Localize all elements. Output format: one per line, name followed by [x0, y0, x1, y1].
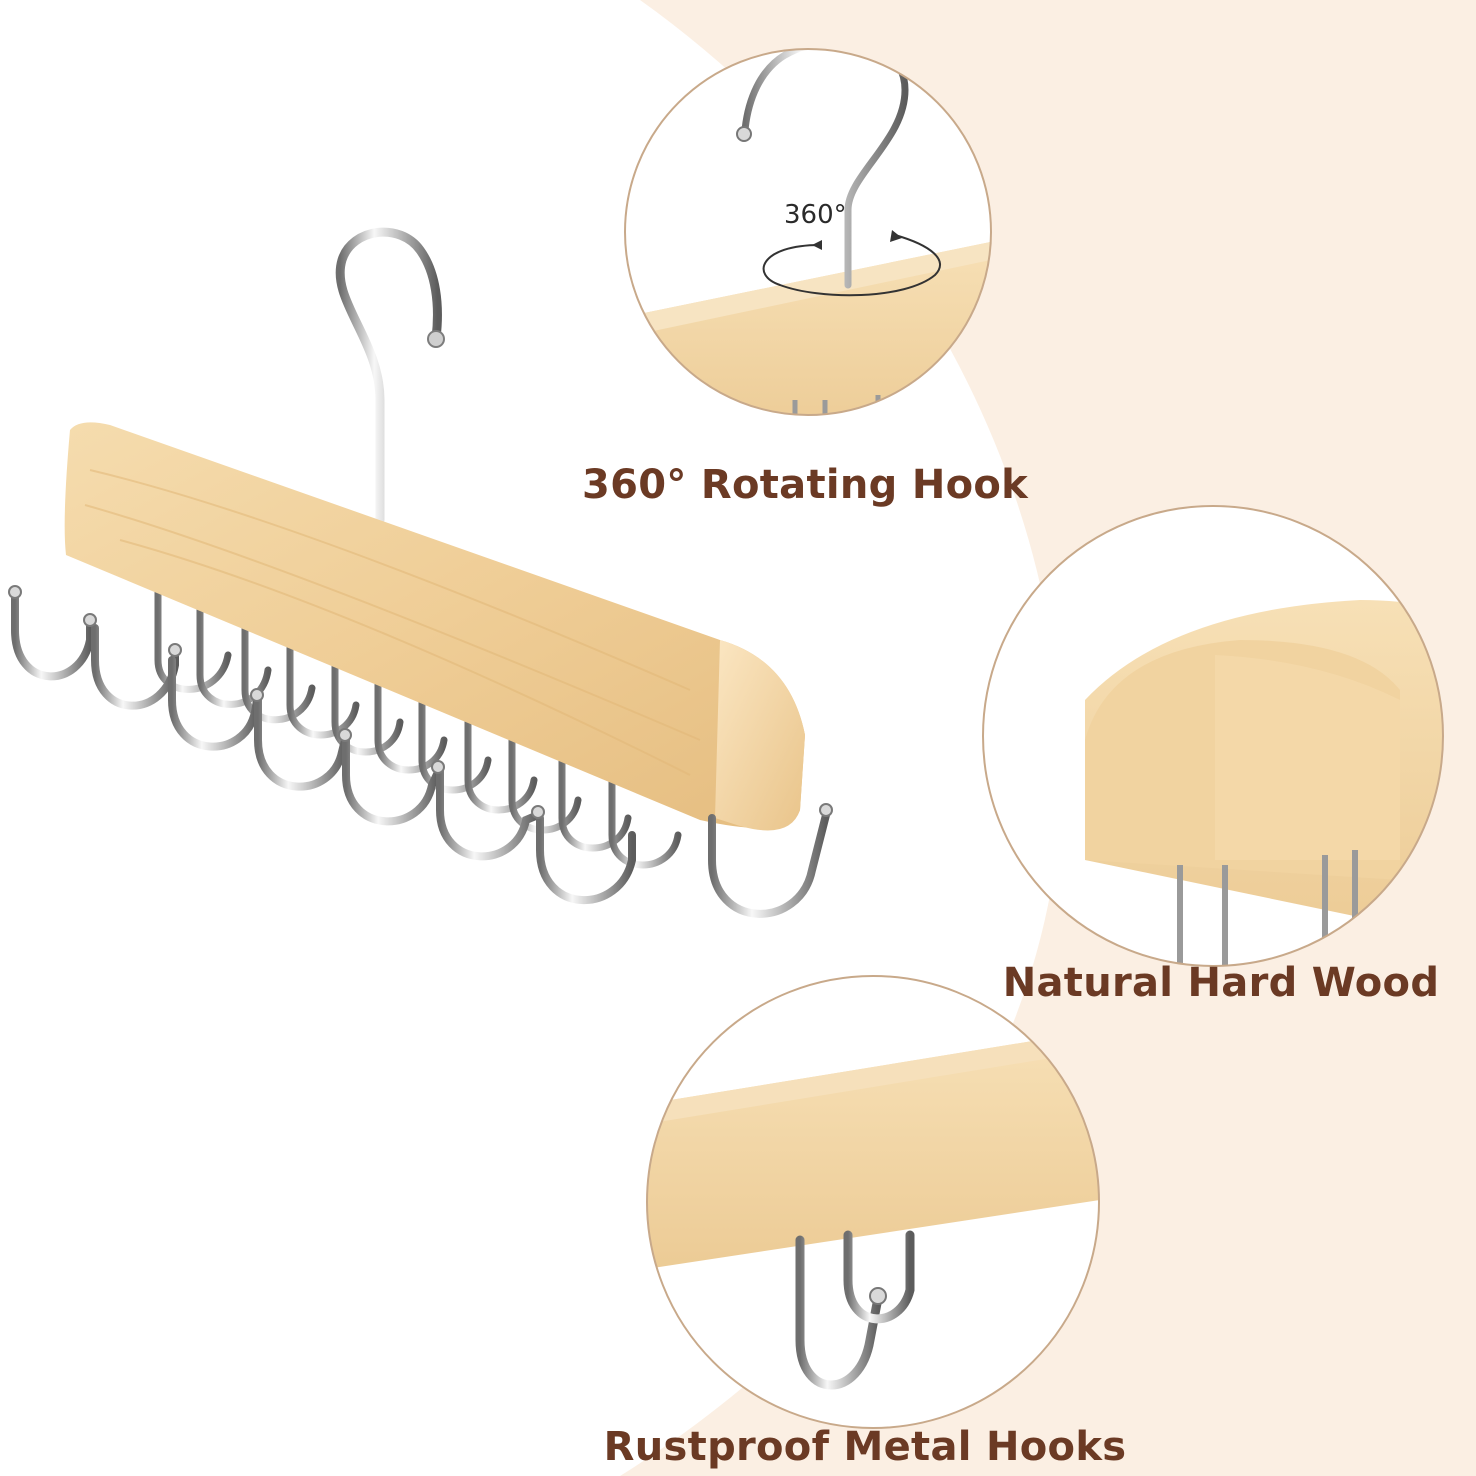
hook-tip-ball — [427, 330, 445, 348]
rotation-degree-label: 360° — [784, 200, 847, 230]
hook-tip-balls — [8, 585, 833, 819]
back-hooks — [154, 581, 682, 869]
hanger-product — [8, 227, 833, 918]
caption-rotating-hook: 360° Rotating Hook — [581, 462, 1029, 508]
main-hanger-hook — [335, 227, 442, 525]
rotation-arrow-icon — [762, 234, 941, 297]
background-curve — [620, 0, 1476, 1476]
detail-circle-metal-hooks — [646, 975, 1100, 1429]
wood-grain — [84, 469, 701, 776]
wood-bar-end — [715, 640, 805, 831]
detail-circle-wood — [982, 505, 1444, 967]
front-hooks — [11, 594, 830, 918]
caption-natural-wood: Natural Hard Wood — [1002, 960, 1440, 1006]
zoom-hook-tip-ball — [869, 1287, 887, 1305]
caption-metal-hooks: Rustproof Metal Hooks — [603, 1424, 1127, 1470]
wood-bar-top — [64, 422, 805, 828]
